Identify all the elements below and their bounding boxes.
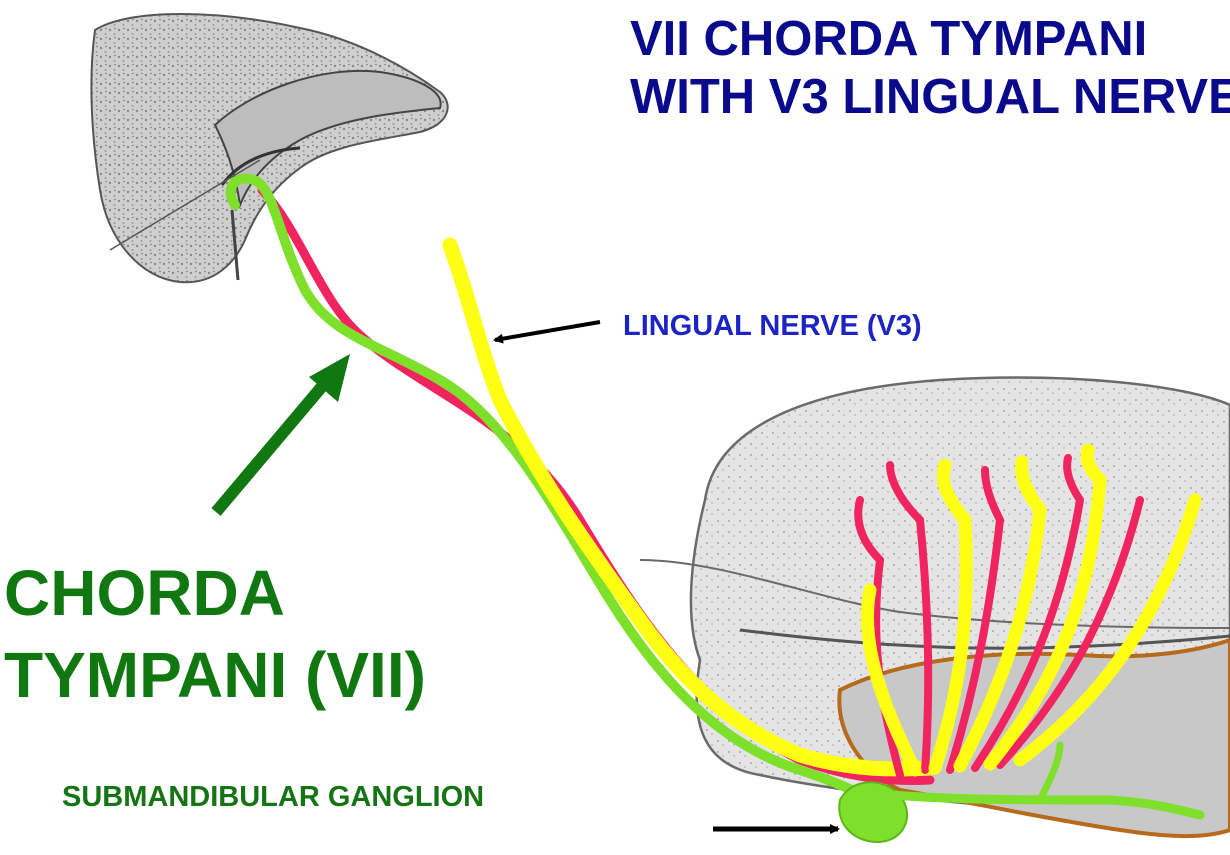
- temporal-bone-sketch: [91, 14, 447, 282]
- submandibular-ganglion-label: SUBMANDIBULAR GANGLION: [62, 781, 484, 814]
- title-line-1: VII CHORDA TYMPANI: [630, 12, 1147, 66]
- chorda-tympani-label-line-2: TYMPANI (VII): [4, 640, 426, 710]
- lingual-callout-arrow: [495, 322, 600, 340]
- chorda-pointer-arrow-shaft: [216, 377, 330, 512]
- chorda-tympani-label-line-1: CHORDA: [4, 558, 285, 628]
- title-line-2: WITH V3 LINGUAL NERVE: [630, 70, 1230, 124]
- lingual-nerve-label: LINGUAL NERVE (V3): [623, 310, 922, 343]
